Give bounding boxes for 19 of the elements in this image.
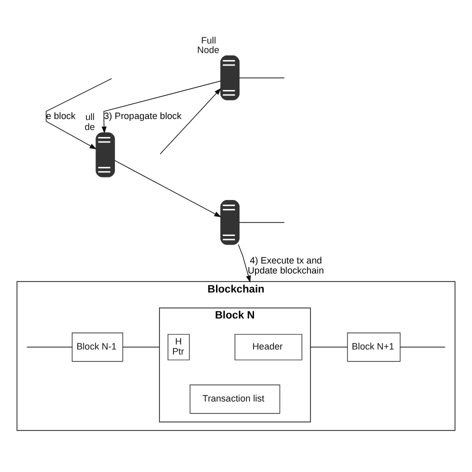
arrow (160, 88, 222, 154)
node-label: ull de (84, 112, 95, 132)
connector (400, 346, 446, 348)
arrow (102, 80, 222, 134)
edge-label: 4) Execute tx and Update blockchain (248, 255, 324, 276)
node-box: Transaction list (190, 384, 280, 414)
arrow (114, 160, 222, 218)
connector (122, 346, 160, 348)
edge-label: e block (46, 110, 76, 121)
connector (238, 222, 285, 223)
connector (310, 346, 348, 348)
connector (26, 346, 73, 348)
edge-label: 3) Propagate block (104, 110, 182, 121)
node-box: Block N-1 (72, 332, 124, 362)
node-box: Header (234, 334, 302, 360)
arrow (238, 244, 251, 283)
node-box: Block N+1 (347, 332, 401, 362)
node-label: Full Node (197, 35, 220, 56)
node-box: H Ptr (168, 334, 190, 360)
